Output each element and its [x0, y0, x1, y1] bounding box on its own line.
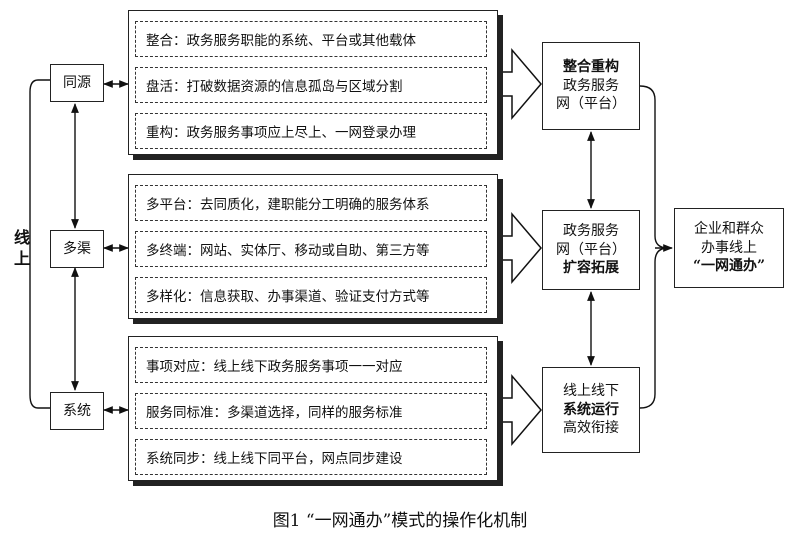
outcome-line: 办事线上	[700, 239, 757, 256]
node-xitong-label: 系统	[63, 402, 91, 419]
result-line: 政务服务	[563, 222, 619, 239]
group-item: 服务同标准：多渠道选择，同样的服务标准	[135, 393, 487, 429]
group-item: 盘活：打破数据资源的信息孤岛与区域分割	[135, 67, 487, 103]
group-item: 系统同步：线上线下同平台，网点同步建设	[135, 439, 487, 475]
group-item-text: 整合：政务服务职能的系统、平台或其他载体	[146, 33, 416, 49]
outcome-title: “一网通办”	[692, 258, 766, 275]
group-item: 事项对应：线上线下政务服务事项一一对应	[135, 347, 487, 383]
group-item-text: 多平台：去同质化，建职能分工明确的服务体系	[146, 197, 430, 213]
online-label: 线上	[12, 228, 32, 270]
group-item: 多样化：信息获取、办事渠道、验证支付方式等	[135, 277, 487, 313]
result-line: 政务服务	[563, 77, 619, 94]
result-line: 高效衔接	[563, 420, 619, 437]
group-integration: 整合：政务服务职能的系统、平台或其他载体 盘活：打破数据资源的信息孤岛与区域分割…	[128, 10, 498, 155]
node-duoqu-label: 多渠	[63, 240, 91, 257]
left-bracket	[29, 79, 50, 409]
online-label-text: 线上	[13, 228, 30, 268]
result-title: 系统运行	[563, 401, 619, 418]
result-line: 线上线下	[563, 382, 619, 399]
group-item-text: 盘活：打破数据资源的信息孤岛与区域分割	[146, 79, 403, 95]
node-xitong: 系统	[50, 392, 104, 430]
node-duoqu: 多渠	[50, 230, 104, 268]
big-arrow-2	[498, 211, 542, 285]
outcome-line: 企业和群众	[693, 220, 764, 237]
result-line: 网（平台）	[556, 96, 626, 113]
figure-caption: 图1 “一网通办”模式的操作化机制	[0, 506, 800, 531]
figure-caption-text: 图1 “一网通办”模式的操作化机制	[272, 511, 528, 531]
big-arrow-1	[498, 47, 542, 121]
result-title: 扩容拓展	[563, 260, 619, 277]
group-item-text: 多终端：网站、实体厅、移动或自助、第三方等	[146, 243, 430, 259]
result-expansion: 政务服务 网（平台） 扩容拓展	[542, 210, 640, 290]
group-item: 整合：政务服务职能的系统、平台或其他载体	[135, 21, 487, 57]
node-tongyuan: 同源	[50, 64, 104, 102]
group-item: 重构：政务服务事项应上尽上、一网登录办理	[135, 113, 487, 149]
result-system: 线上线下 系统运行 高效衔接	[542, 367, 640, 453]
result-line: 网（平台）	[556, 241, 626, 258]
big-arrow-3	[498, 373, 542, 447]
group-item-text: 重构：政务服务事项应上尽上、一网登录办理	[146, 125, 416, 141]
group-item: 多平台：去同质化，建职能分工明确的服务体系	[135, 185, 487, 221]
group-system: 事项对应：线上线下政务服务事项一一对应 服务同标准：多渠道选择，同样的服务标准 …	[128, 336, 498, 481]
group-expansion: 多平台：去同质化，建职能分工明确的服务体系 多终端：网站、实体厅、移动或自助、第…	[128, 174, 498, 319]
group-item-text: 事项对应：线上线下政务服务事项一一对应	[146, 359, 403, 375]
right-bracket	[639, 85, 669, 409]
group-item-text: 系统同步：线上线下同平台，网点同步建设	[146, 451, 403, 467]
group-item: 多终端：网站、实体厅、移动或自助、第三方等	[135, 231, 487, 267]
result-title: 整合重构	[563, 58, 619, 75]
outcome-box: 企业和群众 办事线上 “一网通办”	[674, 208, 784, 288]
node-tongyuan-label: 同源	[63, 74, 91, 91]
group-item-text: 多样化：信息获取、办事渠道、验证支付方式等	[146, 289, 430, 305]
group-item-text: 服务同标准：多渠道选择，同样的服务标准	[146, 405, 403, 421]
result-integration: 整合重构 政务服务 网（平台）	[542, 42, 640, 130]
